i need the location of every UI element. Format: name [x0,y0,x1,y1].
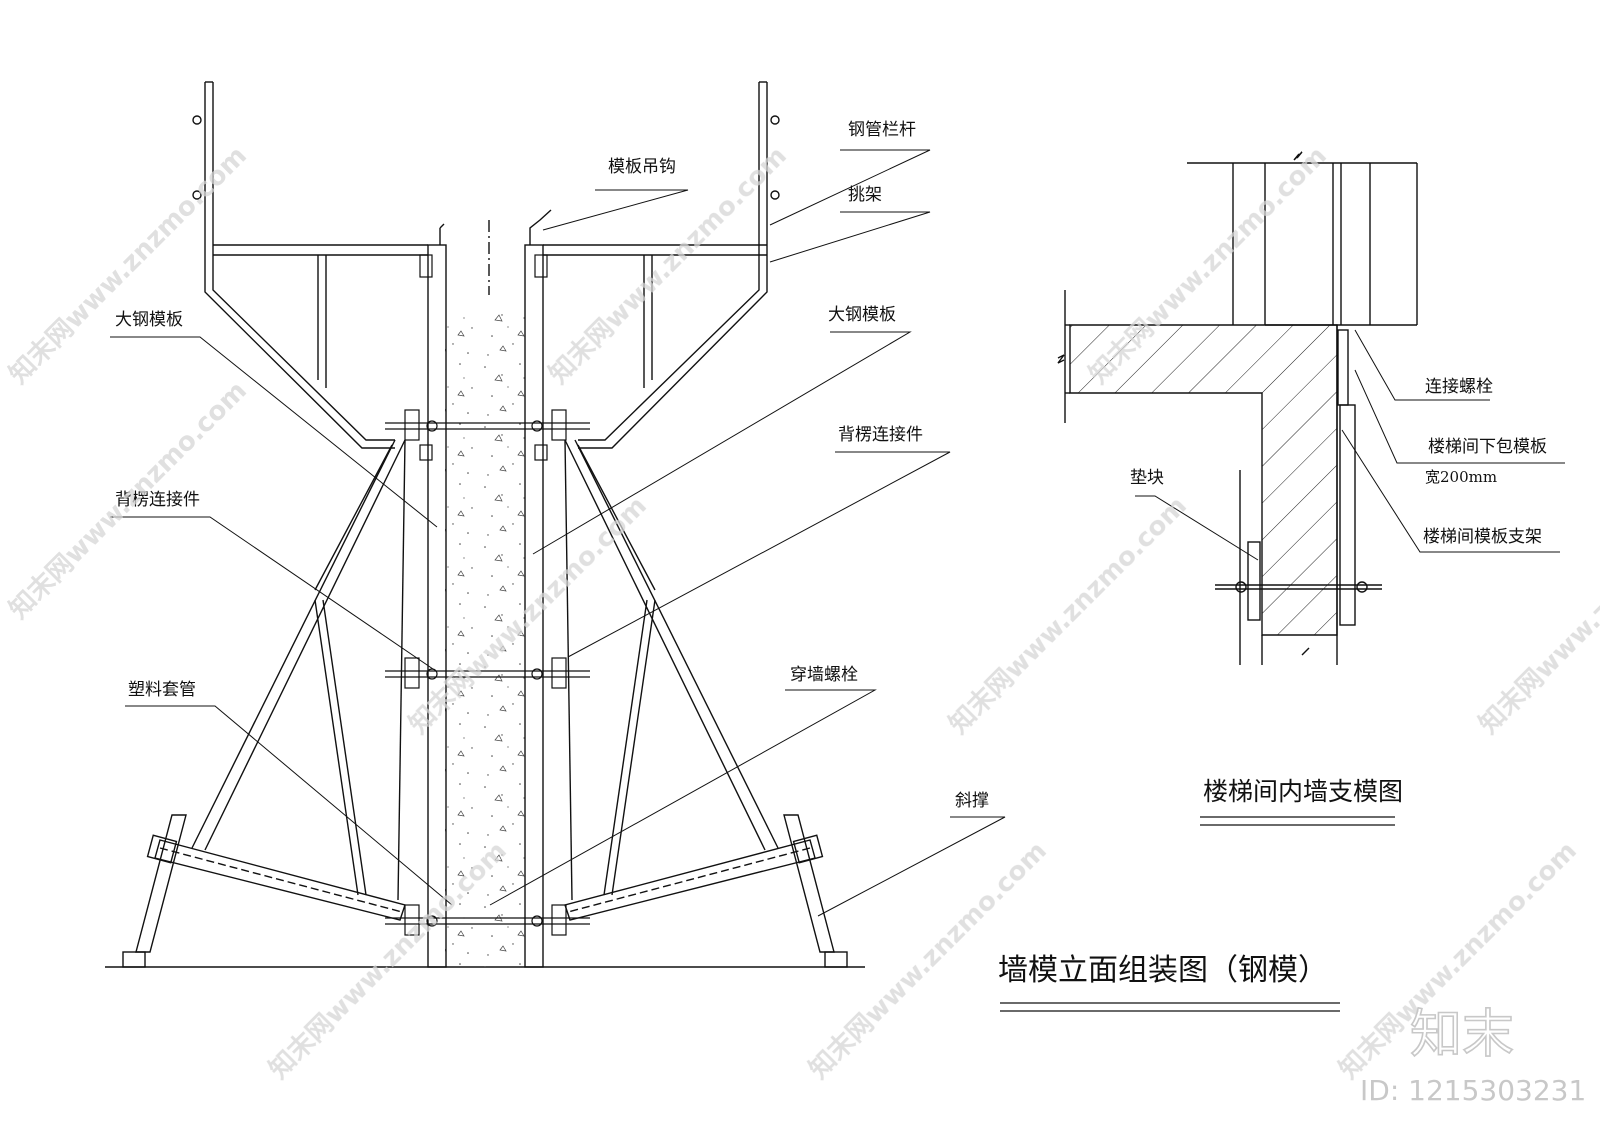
label-bracket: 挑架 [848,185,882,205]
label-connect-bolt: 连接螺栓 [1425,377,1493,397]
left-labels: 模板吊钩 钢管栏杆 挑架 大钢模板 大钢模板 背楞连接件 背楞连接件 塑料套管 … [115,120,1328,988]
watermark-logo: 知末 [1410,1005,1514,1065]
watermark-text: 知末网www.znzmo.com [404,491,653,740]
left-leaders [110,149,1006,917]
label-wall-bolt: 穿墙螺栓 [790,665,858,685]
right-title: 楼梯间内墙支模图 [1203,777,1403,806]
left-title-underline [1000,1002,1340,1012]
watermark-text: 知末网www.znzmo.com [4,141,253,390]
stairwell-formwork-detail [1057,151,1418,665]
label-plastic-sleeve: 塑料套管 [128,680,196,700]
left-title: 墙模立面组装图（钢模） [998,953,1328,988]
label-diagonal-brace: 斜撑 [955,791,989,811]
label-steel-form-left: 大钢模板 [115,310,183,330]
label-lower-form-width: 宽200mm [1425,468,1497,486]
right-title-underline [1200,816,1395,826]
label-lower-form: 楼梯间下包模板 [1428,437,1547,457]
label-steel-form-right: 大钢模板 [828,305,896,325]
right-leaders [1135,329,1565,561]
label-spacer: 垫块 [1130,468,1164,488]
wall-formwork-elevation [105,81,865,968]
right-labels: 连接螺栓 楼梯间下包模板 宽200mm 垫块 楼梯间模板支架 楼梯间内墙支模图 [1130,377,1547,806]
watermark-text: 知末网www.znzmo.com [544,141,793,390]
label-form-support: 楼梯间模板支架 [1423,527,1542,547]
watermark-text: 知末网www.znzmo.com [4,376,253,625]
label-hook: 模板吊钩 [608,157,676,177]
watermark: 知末网www.znzmo.com 知末网www.znzmo.com 知末网www… [4,141,1600,1085]
label-back-connector-left: 背楞连接件 [115,490,200,510]
label-back-connector-right: 背楞连接件 [838,425,923,445]
label-railing: 钢管栏杆 [848,120,916,140]
watermark-id: ID: 1215303231 [1360,1074,1586,1107]
watermark-text: 知末网www.znzmo.com [944,491,1193,740]
